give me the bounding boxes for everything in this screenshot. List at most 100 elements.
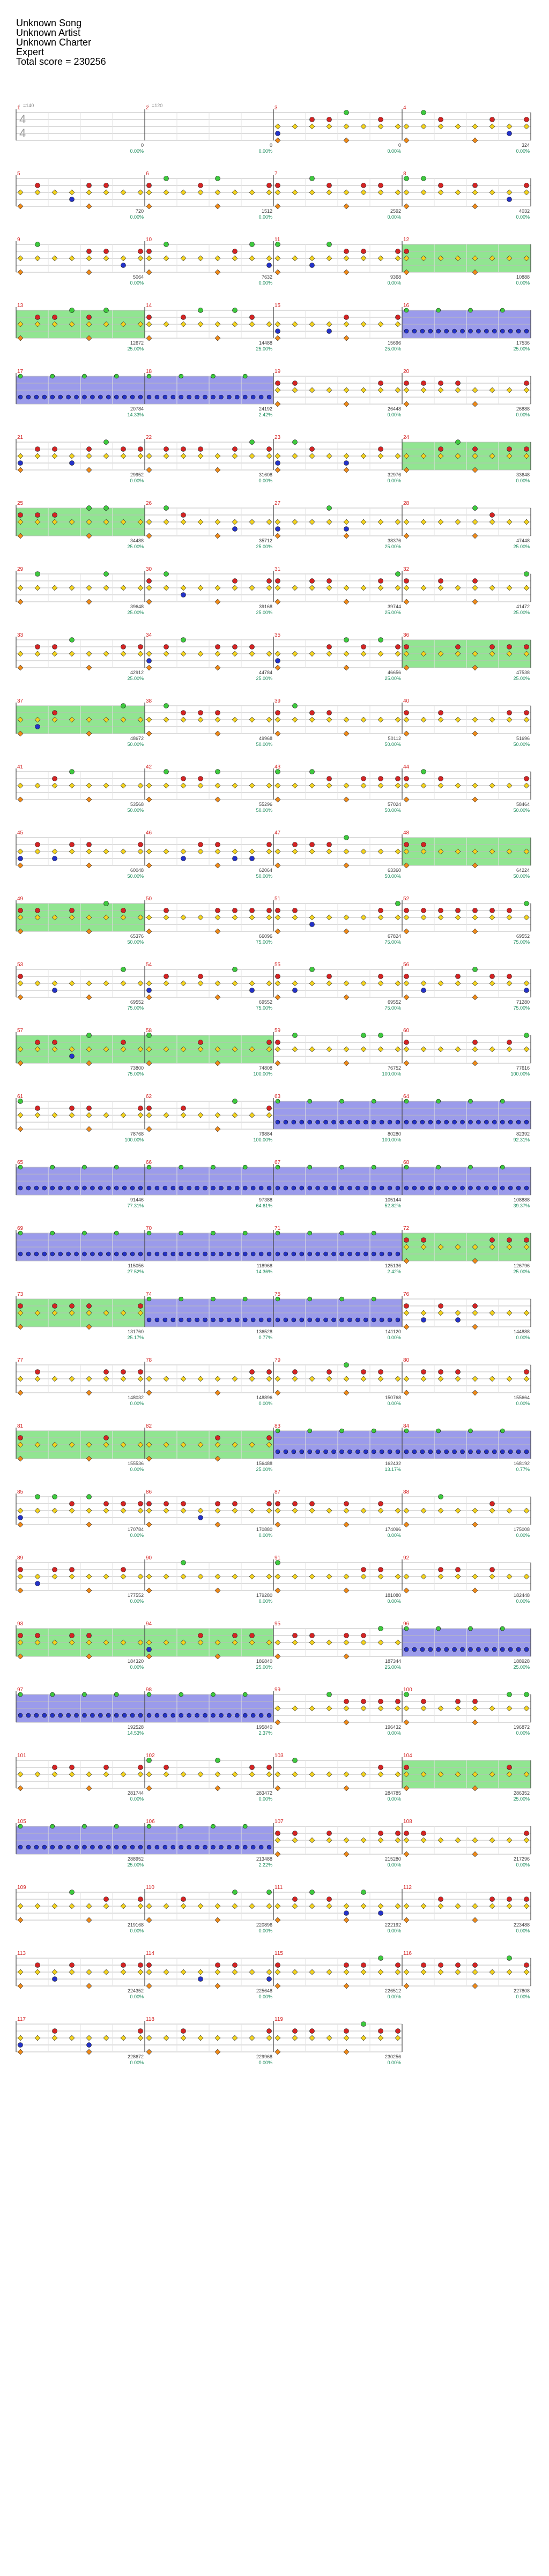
note-yellow-cymbal — [309, 519, 315, 525]
note-red — [266, 1040, 272, 1045]
note-yellow-cymbal — [377, 1639, 384, 1646]
note-blue — [179, 394, 184, 400]
measure-percent: 0.00% — [130, 1928, 144, 1933]
note-kick — [86, 203, 92, 210]
note-red — [404, 1040, 409, 1045]
note-yellow-cymbal — [437, 453, 444, 459]
note-yellow-cymbal — [309, 585, 315, 591]
measure-number: 68 — [403, 1160, 410, 1166]
measure-score: 219168 — [128, 1922, 144, 1928]
note-blue — [146, 1713, 152, 1718]
measure — [402, 1362, 531, 1396]
note-blue — [371, 1317, 376, 1323]
note-yellow-cymbal — [17, 2035, 24, 2041]
note-kick — [343, 203, 350, 210]
note-green — [242, 1824, 248, 1829]
note-red — [215, 1962, 220, 1968]
note-blue — [339, 1251, 344, 1257]
note-yellow-cymbal — [180, 782, 187, 789]
note-blue — [234, 1251, 240, 1257]
note-blue — [146, 1647, 152, 1652]
note-blue — [66, 1251, 71, 1257]
note-yellow-cymbal — [395, 848, 401, 855]
note-red — [395, 315, 400, 320]
measure-percent: 0.00% — [387, 1599, 401, 1604]
note-yellow-cymbal — [455, 387, 461, 393]
note-blue — [412, 1449, 417, 1454]
note-yellow-cymbal — [180, 255, 187, 262]
note-kick — [86, 796, 92, 803]
note-yellow-cymbal — [455, 1507, 461, 1514]
measure-percent: 0.00% — [516, 1994, 530, 1999]
measure-percent: 50.00% — [127, 808, 144, 813]
note-green — [378, 637, 383, 643]
note-red — [507, 974, 512, 979]
note-yellow-cymbal — [523, 255, 530, 262]
note-kick — [86, 335, 92, 341]
note-green — [242, 1230, 248, 1236]
note-yellow-cymbal — [343, 321, 350, 327]
note-yellow-cymbal — [214, 1639, 221, 1646]
measure — [273, 1823, 402, 1857]
note-blue — [291, 1251, 296, 1257]
note-yellow-cymbal — [472, 1573, 478, 1580]
note-blue — [412, 1185, 417, 1191]
note-yellow-cymbal — [34, 321, 41, 327]
measure-percent: 50.00% — [256, 873, 272, 879]
note-blue — [436, 1647, 441, 1652]
note-blue — [283, 1449, 288, 1454]
measure-number: 86 — [146, 1489, 152, 1495]
note-blue — [347, 1317, 352, 1323]
measure-number: 37 — [17, 698, 24, 704]
note-yellow-cymbal — [17, 1046, 24, 1052]
note-yellow-cymbal — [197, 519, 204, 525]
note-yellow-cymbal — [137, 519, 144, 525]
note-yellow-cymbal — [266, 1046, 272, 1052]
measure-number: 95 — [274, 1621, 281, 1627]
note-yellow-cymbal — [472, 1376, 478, 1382]
measure-percent: 0.00% — [387, 280, 401, 286]
note-yellow-cymbal — [163, 1442, 169, 1448]
measure — [402, 1559, 531, 1594]
note-green — [50, 1692, 55, 1697]
measure-score: 182448 — [514, 1593, 530, 1598]
measure-percent: 0.00% — [130, 1599, 144, 1604]
note-red — [489, 117, 495, 122]
note-yellow-cymbal — [403, 716, 410, 723]
note-red — [138, 1896, 143, 1902]
note-yellow-cymbal — [120, 255, 127, 262]
note-green — [292, 1758, 298, 1763]
note-yellow-cymbal — [232, 1112, 238, 1118]
note-red — [266, 2028, 272, 2034]
note-yellow-cymbal — [232, 1639, 238, 1646]
note-yellow-cymbal — [326, 519, 332, 525]
measure — [273, 241, 402, 275]
note-red — [164, 644, 169, 649]
measure-number: 52 — [403, 896, 410, 902]
note-red — [421, 1962, 426, 1968]
note-blue — [114, 1185, 119, 1191]
note-yellow-cymbal — [197, 1903, 204, 1909]
note-kick — [343, 1917, 350, 1923]
measure-number: 28 — [403, 501, 410, 506]
note-yellow-cymbal — [180, 716, 187, 723]
note-green — [404, 1692, 409, 1697]
note-yellow-cymbal — [523, 782, 530, 789]
note-green — [472, 505, 478, 511]
note-blue — [122, 394, 127, 400]
note-yellow-cymbal — [232, 980, 238, 987]
note-blue — [90, 1713, 95, 1718]
note-yellow-cymbal — [472, 1046, 478, 1052]
measure-number: 71 — [274, 1226, 281, 1231]
note-yellow-cymbal — [69, 651, 75, 657]
note-kick — [86, 1587, 92, 1594]
note-green — [395, 571, 400, 577]
note-yellow-cymbal — [180, 189, 187, 196]
measure — [273, 1428, 402, 1459]
note-blue — [74, 1713, 79, 1718]
note-yellow-cymbal — [51, 1112, 58, 1118]
note-red — [52, 776, 57, 781]
note-yellow-cymbal — [437, 189, 444, 196]
note-yellow-cymbal — [137, 716, 144, 723]
measure — [402, 571, 531, 605]
